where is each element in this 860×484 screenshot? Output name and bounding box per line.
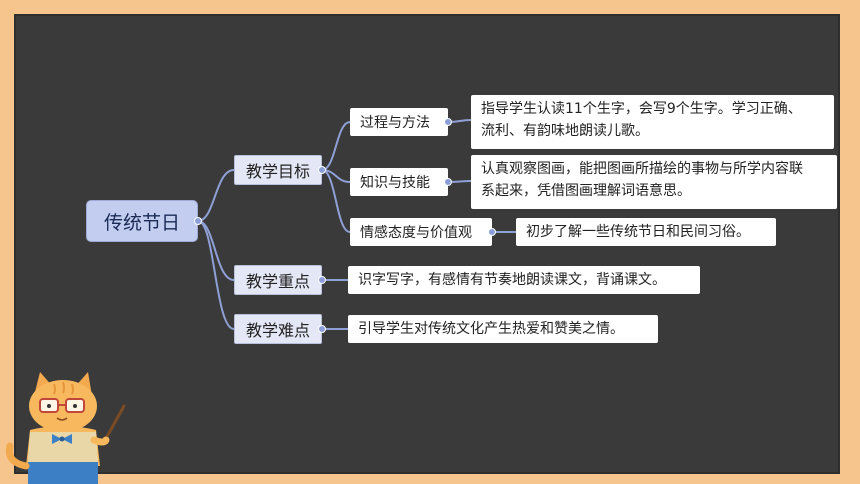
link-root-difficulty [197,220,235,330]
subnode-emotion-values[interactable]: 情感态度与价值观 [350,218,492,246]
subnode-knowledge-skill[interactable]: 知识与技能 [350,168,448,196]
root-label: 传统节日 [103,211,180,234]
subnode-label: 过程与方法 [360,115,430,131]
detail-line: 流利、有韵味地朗读儿歌。 [481,123,649,139]
subnode-process-method[interactable]: 过程与方法 [350,108,448,136]
collapse-toggle-icon[interactable] [318,276,326,284]
detail-knowledge-skill[interactable]: 认真观察图画，能把图画所描绘的事物与所学内容联 系起来，凭借图画理解词语意思。 [471,155,837,209]
detail-line: 指导学生认读11个生字，会写9个生字。学习正确、 [481,101,802,117]
branch-key-points[interactable]: 教学重点 [234,265,322,295]
link-goals-process [321,121,351,171]
collapse-toggle-icon[interactable] [194,217,202,225]
branch-label: 教学目标 [245,162,310,181]
detail-process-method[interactable]: 指导学生认读11个生字，会写9个生字。学习正确、 流利、有韵味地朗读儿歌。 [471,95,834,149]
subnode-label: 情感态度与价值观 [360,225,472,241]
collapse-toggle-icon[interactable] [444,178,452,186]
branch-teaching-goals[interactable]: 教学目标 [234,155,322,185]
collapse-toggle-icon[interactable] [318,325,326,333]
detail-line: 认真观察图画，能把图画所描绘的事物与所学内容联 [481,161,803,177]
link-root-goals [197,169,235,222]
branch-label: 教学重点 [245,272,310,291]
detail-line: 系起来，凭借图画理解词语意思。 [481,183,691,199]
branch-difficult-points[interactable]: 教学难点 [234,314,322,344]
detail-line: 初步了解一些传统节日和民间习俗。 [526,224,750,240]
root-node[interactable]: 传统节日 [86,200,198,242]
detail-line: 引导学生对传统文化产生热爱和赞美之情。 [358,321,624,337]
detail-emotion-values[interactable]: 初步了解一些传统节日和民间习俗。 [516,218,776,246]
detail-line: 识字写字，有感情有节奏地朗读课文，背诵课文。 [358,272,666,288]
collapse-toggle-icon[interactable] [318,166,326,174]
cat-mascot-icon [5,372,126,484]
collapse-toggle-icon[interactable] [444,118,452,126]
branch-label: 教学难点 [245,321,310,340]
link-root-key [197,220,235,281]
subnode-label: 知识与技能 [360,175,430,191]
detail-difficult-points[interactable]: 引导学生对传统文化产生热爱和赞美之情。 [348,315,658,343]
detail-key-points[interactable]: 识字写字，有感情有节奏地朗读课文，背诵课文。 [348,266,700,294]
collapse-toggle-icon[interactable] [488,228,496,236]
link-goals-emotion [321,169,351,233]
